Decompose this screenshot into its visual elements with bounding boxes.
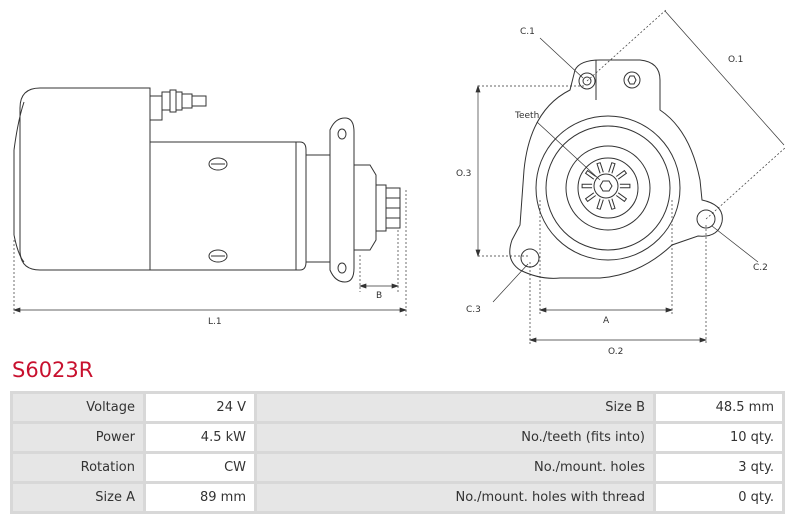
pinion-teeth — [581, 162, 631, 210]
label-a: A — [603, 316, 610, 326]
label-b: B — [376, 291, 382, 301]
pinion-tooth — [584, 169, 596, 180]
spec-label: Rotation — [13, 454, 143, 481]
pinion-tooth — [608, 198, 616, 210]
label-c2: C.2 — [753, 263, 768, 273]
pinion-tooth — [596, 198, 604, 210]
spec-value: CW — [146, 454, 254, 481]
dimension-o1 — [586, 8, 787, 220]
front-view — [509, 59, 723, 279]
spec-label: Power — [13, 424, 143, 451]
spec-label: No./teeth (fits into) — [257, 424, 653, 451]
dimension-o3 — [475, 84, 585, 258]
dimension-o2 — [528, 225, 708, 345]
spec-value: 89 mm — [146, 484, 254, 511]
label-c3: C.3 — [466, 305, 481, 315]
spec-label: No./mount. holes with thread — [257, 484, 653, 511]
spec-value: 3 qty. — [656, 454, 782, 481]
pinion-tooth — [581, 183, 593, 189]
pinion-tooth — [616, 192, 628, 203]
label-o2: O.2 — [608, 347, 623, 357]
label-o1: O.1 — [728, 55, 743, 65]
pinion-tooth — [596, 162, 604, 174]
label-l1: L.1 — [208, 317, 222, 327]
spec-label: Size B — [257, 394, 653, 421]
spec-value: 0 qty. — [656, 484, 782, 511]
pinion-tooth — [619, 183, 631, 189]
product-code: S6023R — [12, 358, 94, 382]
spec-label: No./mount. holes — [257, 454, 653, 481]
pinion-tooth — [616, 169, 628, 180]
spec-value: 48.5 mm — [656, 394, 782, 421]
label-o3: O.3 — [456, 169, 471, 179]
pinion-tooth — [584, 192, 596, 203]
spec-value: 24 V — [146, 394, 254, 421]
spec-label: Voltage — [13, 394, 143, 421]
label-c1: C.1 — [520, 27, 535, 37]
technical-drawing: L.1 B C.1 O.1 Teeth O.3 C.2 C.3 A O.2 — [12, 8, 787, 357]
spec-label: Size A — [13, 484, 143, 511]
side-view — [13, 87, 401, 283]
dimension-a — [538, 200, 674, 316]
pinion-tooth — [608, 162, 616, 174]
spec-value: 10 qty. — [656, 424, 782, 451]
spec-value: 4.5 kW — [146, 424, 254, 451]
label-teeth: Teeth — [514, 111, 539, 121]
dimension-b — [358, 230, 400, 292]
dimension-l1 — [12, 190, 408, 316]
